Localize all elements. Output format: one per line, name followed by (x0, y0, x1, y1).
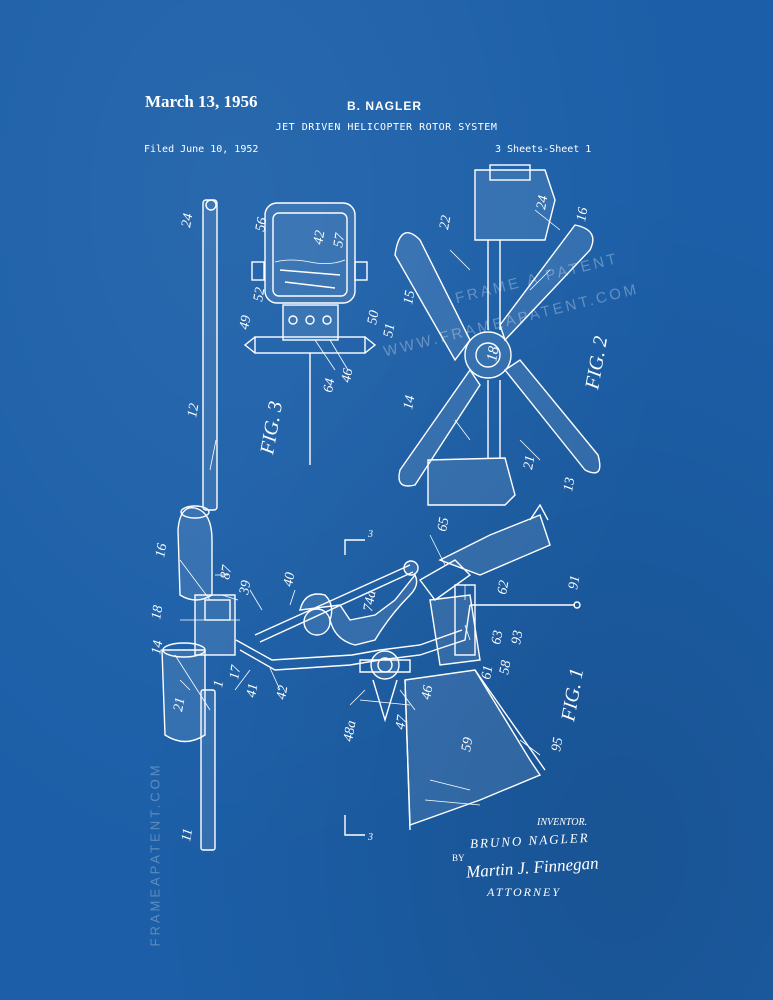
label-95: 95 (549, 736, 566, 752)
label-65: 65 (435, 516, 452, 532)
label-14: 14 (149, 639, 166, 655)
label-49: 49 (237, 314, 254, 330)
label-41: 41 (244, 682, 261, 698)
filed-date: Filed June 10, 1952 (144, 144, 259, 155)
fig2-drawing (394, 164, 601, 506)
label-87: 87 (218, 563, 235, 580)
label-57: 57 (331, 231, 348, 248)
label-42b: 42 (311, 229, 328, 245)
label-46: 46 (419, 684, 436, 700)
fig1-title: FIG. 1 (557, 667, 588, 724)
label-61: 61 (479, 664, 496, 680)
label-58: 58 (497, 659, 514, 675)
label-13: 13 (561, 476, 578, 492)
label-47: 47 (393, 713, 410, 730)
label-63: 63 (489, 629, 506, 645)
label-1: 1 (211, 679, 227, 688)
label-18b: 18 (484, 345, 502, 363)
label-24b: 24 (534, 194, 551, 210)
label-56: 56 (253, 216, 270, 232)
label-50: 50 (365, 309, 382, 325)
label-93: 93 (509, 629, 526, 645)
sheet-count: 3 Sheets-Sheet 1 (495, 144, 592, 155)
label-16b: 16 (574, 206, 591, 222)
label-39: 39 (237, 579, 254, 596)
label-15: 15 (401, 289, 418, 305)
fig3-drawing (243, 202, 377, 465)
rotor-blade-assembly (161, 199, 240, 851)
label-section-3-top: 3 (367, 529, 373, 540)
label-18: 18 (149, 604, 166, 620)
label-74a: 74a (361, 589, 379, 612)
reference-numerals: 24 12 16 87 39 40 18 14 17 1 21 41 42 11… (149, 194, 591, 843)
patent-title: JET DRIVEN HELICOPTER ROTOR SYSTEM (275, 122, 498, 133)
label-42: 42 (274, 684, 291, 700)
label-40: 40 (281, 571, 298, 587)
label-17: 17 (227, 663, 244, 680)
fig2-title: FIG. 2 (581, 335, 612, 392)
fig3-title: FIG. 3 (256, 400, 287, 457)
label-14b: 14 (401, 394, 418, 410)
label-11: 11 (179, 827, 196, 842)
label-section-3-bottom: 3 (367, 832, 373, 843)
fig1-drawing (179, 439, 581, 836)
label-46b: 46 (339, 367, 356, 383)
label-21b: 21 (521, 454, 538, 470)
by-label: BY (452, 853, 465, 863)
label-59: 59 (459, 736, 476, 752)
label-91: 91 (566, 574, 583, 590)
label-48a: 48a (341, 719, 359, 742)
inventor-label: INVENTOR. (537, 817, 588, 828)
label-51: 51 (381, 322, 398, 338)
label-64: 64 (321, 377, 338, 393)
label-16: 16 (153, 542, 170, 558)
label-22: 22 (437, 214, 454, 230)
label-24: 24 (179, 212, 196, 228)
attorney-label: ATTORNEY (487, 885, 562, 899)
inventor-header: B. NAGLER (347, 99, 422, 113)
label-52: 52 (251, 286, 268, 302)
patent-date: March 13, 1956 (145, 92, 258, 111)
label-62: 62 (495, 579, 512, 595)
label-21: 21 (171, 696, 188, 712)
label-12: 12 (185, 402, 202, 418)
